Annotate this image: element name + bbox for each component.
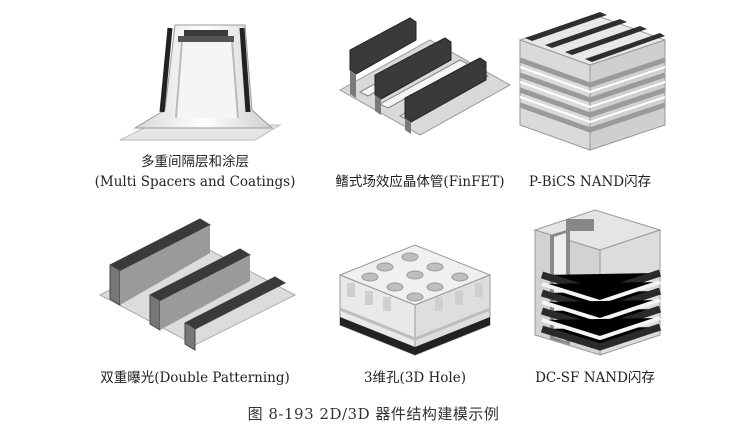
multi-spacers-label-en: (Multi Spacers and Coatings) bbox=[94, 174, 296, 190]
3d-hole-label: 3维孔(3D Hole) bbox=[363, 370, 467, 386]
dcsf-nand-illustration bbox=[533, 209, 662, 356]
figure-caption: 图 8-193 2D/3D 器件结构建模示例 bbox=[247, 405, 500, 423]
figure-item-3d-hole: 3维孔(3D Hole) bbox=[325, 205, 505, 395]
finfet-label: 鳍式场效应晶体管(FinFET) bbox=[335, 174, 505, 190]
double-patterning-illustration bbox=[98, 218, 297, 351]
figure-item-double-patterning: 双重曝光(Double Patterning) bbox=[90, 205, 300, 395]
figure-item-multi-spacers: 多重间隔层和涂层 (Multi Spacers and Coatings) bbox=[80, 0, 310, 200]
multi-spacers-illustration bbox=[119, 24, 282, 141]
double-patterning-label: 双重曝光(Double Patterning) bbox=[100, 370, 290, 386]
3d-hole-illustration bbox=[338, 244, 492, 356]
figure-item-finfet: 鳍式场效应晶体管(FinFET) bbox=[320, 0, 520, 200]
pbics-nand-illustration bbox=[518, 12, 667, 151]
multi-spacers-label-cn: 多重间隔层和涂层 bbox=[141, 154, 249, 170]
pbics-nand-label: P-BiCS NAND闪存 bbox=[528, 174, 652, 190]
figure-item-pbics-nand: P-BiCS NAND闪存 bbox=[505, 0, 675, 200]
finfet-illustration bbox=[338, 17, 512, 136]
figure-item-dcsf-nand: DC-SF NAND闪存 bbox=[510, 205, 680, 395]
dcsf-nand-label: DC-SF NAND闪存 bbox=[535, 370, 655, 386]
